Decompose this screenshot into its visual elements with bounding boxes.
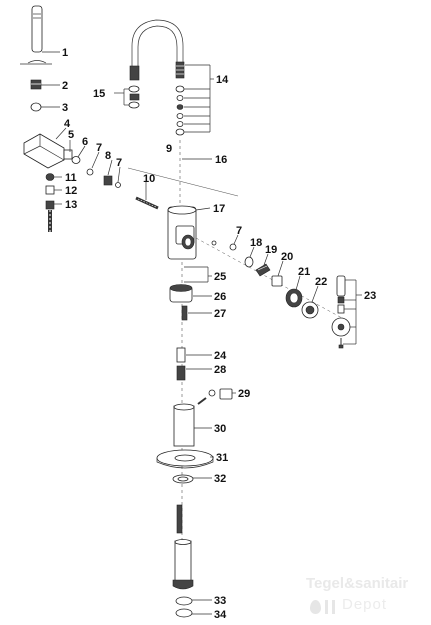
threaded-stud (176, 504, 183, 534)
part-21-nut (285, 288, 303, 308)
label-part-29: 29 (238, 388, 250, 400)
part-18-shape (244, 256, 254, 268)
part-30-tube (173, 403, 195, 447)
label-part-31: 31 (216, 452, 228, 464)
label-part-18: 18 (250, 237, 262, 249)
shower-washer (30, 102, 42, 112)
label-part-10: 10 (143, 173, 155, 185)
label-part-21: 21 (298, 266, 310, 278)
label-part-28: 28 (214, 364, 226, 376)
mixer-body (167, 205, 197, 260)
part-6-shape (71, 156, 81, 164)
part-34-ring (175, 596, 193, 618)
shower-ring (27, 60, 47, 64)
label-part-14: 14 (216, 74, 229, 86)
label-part-11: 11 (65, 172, 77, 184)
water-drop-icon (310, 600, 321, 614)
label-part-9: 9 (166, 143, 172, 155)
label-part-16: 16 (215, 154, 227, 166)
label-part-33: 33 (214, 595, 226, 607)
label-part-13: 13 (65, 199, 77, 211)
watermark-line-1: Tegel&sanitair (306, 575, 409, 592)
label-part-2: 2 (62, 80, 68, 92)
part-27-stud (181, 305, 188, 321)
shower-nut (30, 79, 42, 90)
part-20-shape (271, 275, 283, 287)
label-part-30: 30 (214, 423, 226, 435)
shower-hose (45, 200, 55, 232)
part-11-shape (45, 173, 55, 181)
part-10-screw (135, 196, 159, 210)
part-29-shape (197, 388, 233, 405)
label-part-26: 26 (214, 291, 226, 303)
part-31-base-plate (156, 449, 214, 469)
hand-shower-head (31, 5, 43, 53)
spout-rings (175, 85, 185, 136)
label-part-19: 19 (265, 244, 277, 256)
aerator-parts (128, 85, 140, 109)
part-7b-shape (115, 182, 121, 188)
part-labels: 1 2 3 4 5 6 7 8 7 9 10 11 12 13 14 15 16… (62, 47, 376, 621)
spout-tube (129, 19, 185, 81)
label-part-34: 34 (214, 609, 227, 621)
label-part-8: 8 (105, 150, 111, 162)
part-33-tube (172, 539, 194, 590)
label-part-22: 22 (315, 276, 327, 288)
label-part-25: 25 (214, 271, 226, 283)
label-part-6: 6 (82, 136, 88, 148)
label-part-1: 1 (62, 47, 68, 59)
label-part-12: 12 (65, 185, 77, 197)
watermark-line-2: Depot (342, 596, 388, 613)
watermark-logo: Tegel&sanitair Depot (296, 573, 429, 621)
side-axis (195, 237, 343, 319)
part-12-shape (45, 185, 55, 195)
part-8-shape (103, 175, 113, 186)
part-19-cartridge (255, 263, 271, 277)
label-part-15: 15 (93, 88, 105, 100)
part-26-shape (169, 284, 193, 303)
part-24-shape (176, 347, 186, 363)
diagonal-axis (127, 167, 239, 197)
label-part-4: 4 (64, 118, 71, 130)
label-part-17: 17 (213, 203, 225, 215)
label-part-7c: 7 (236, 225, 242, 237)
bars-icon (325, 600, 335, 614)
part-32-gasket (172, 474, 194, 484)
part-7a-shape (86, 168, 94, 176)
label-part-32: 32 (214, 473, 226, 485)
lever-handle (331, 275, 351, 349)
label-part-3: 3 (62, 102, 68, 114)
hose-holder-bracket (23, 133, 73, 169)
label-part-20: 20 (281, 251, 293, 263)
leader-lines (20, 51, 362, 615)
part-28-shape (176, 365, 186, 381)
label-part-24: 24 (214, 350, 227, 362)
label-part-5: 5 (68, 129, 74, 141)
part-22-cap (301, 301, 319, 319)
part-body-ring (211, 240, 217, 246)
label-part-23: 23 (364, 290, 376, 302)
part-7c-shape (229, 243, 237, 251)
label-part-7b: 7 (116, 157, 122, 169)
parts-drawing (23, 5, 351, 618)
label-part-27: 27 (214, 308, 226, 320)
label-part-7a: 7 (96, 142, 102, 154)
